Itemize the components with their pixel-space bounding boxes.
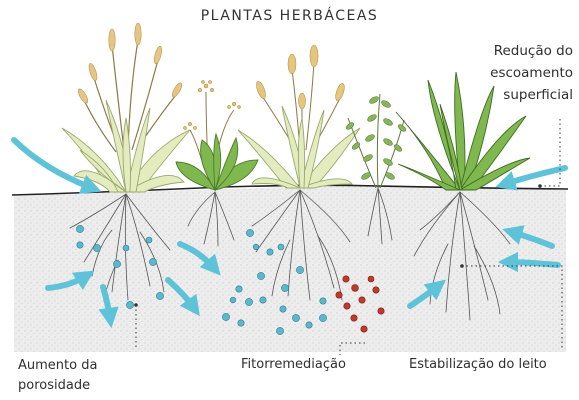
plant-leafy-herb — [345, 94, 407, 188]
label-bed-stabilization: Estabilização do leito — [409, 357, 547, 373]
leader-dot-bed — [460, 264, 464, 268]
label-runoff-line2: escoamento — [490, 62, 573, 84]
label-porosity-line2: porosidade — [18, 376, 97, 396]
label-runoff-line3: superficial — [490, 84, 573, 106]
plant-pale-grass-center — [238, 45, 360, 188]
plant-pale-grass-left — [62, 23, 190, 192]
label-runoff-reduction: Redução do escoamento superficial — [490, 40, 573, 106]
label-porosity-increase: Aumento da porosidade — [18, 356, 97, 396]
label-phytoremediation: Fitorremediação — [241, 357, 346, 373]
leader-dot-porosity — [134, 303, 138, 307]
leader-dot-top-right — [538, 184, 542, 188]
label-runoff-line1: Redução do — [490, 40, 573, 62]
label-porosity-line1: Aumento da — [18, 356, 97, 376]
diagram-title: PLANTAS HERBÁCEAS — [0, 8, 579, 24]
